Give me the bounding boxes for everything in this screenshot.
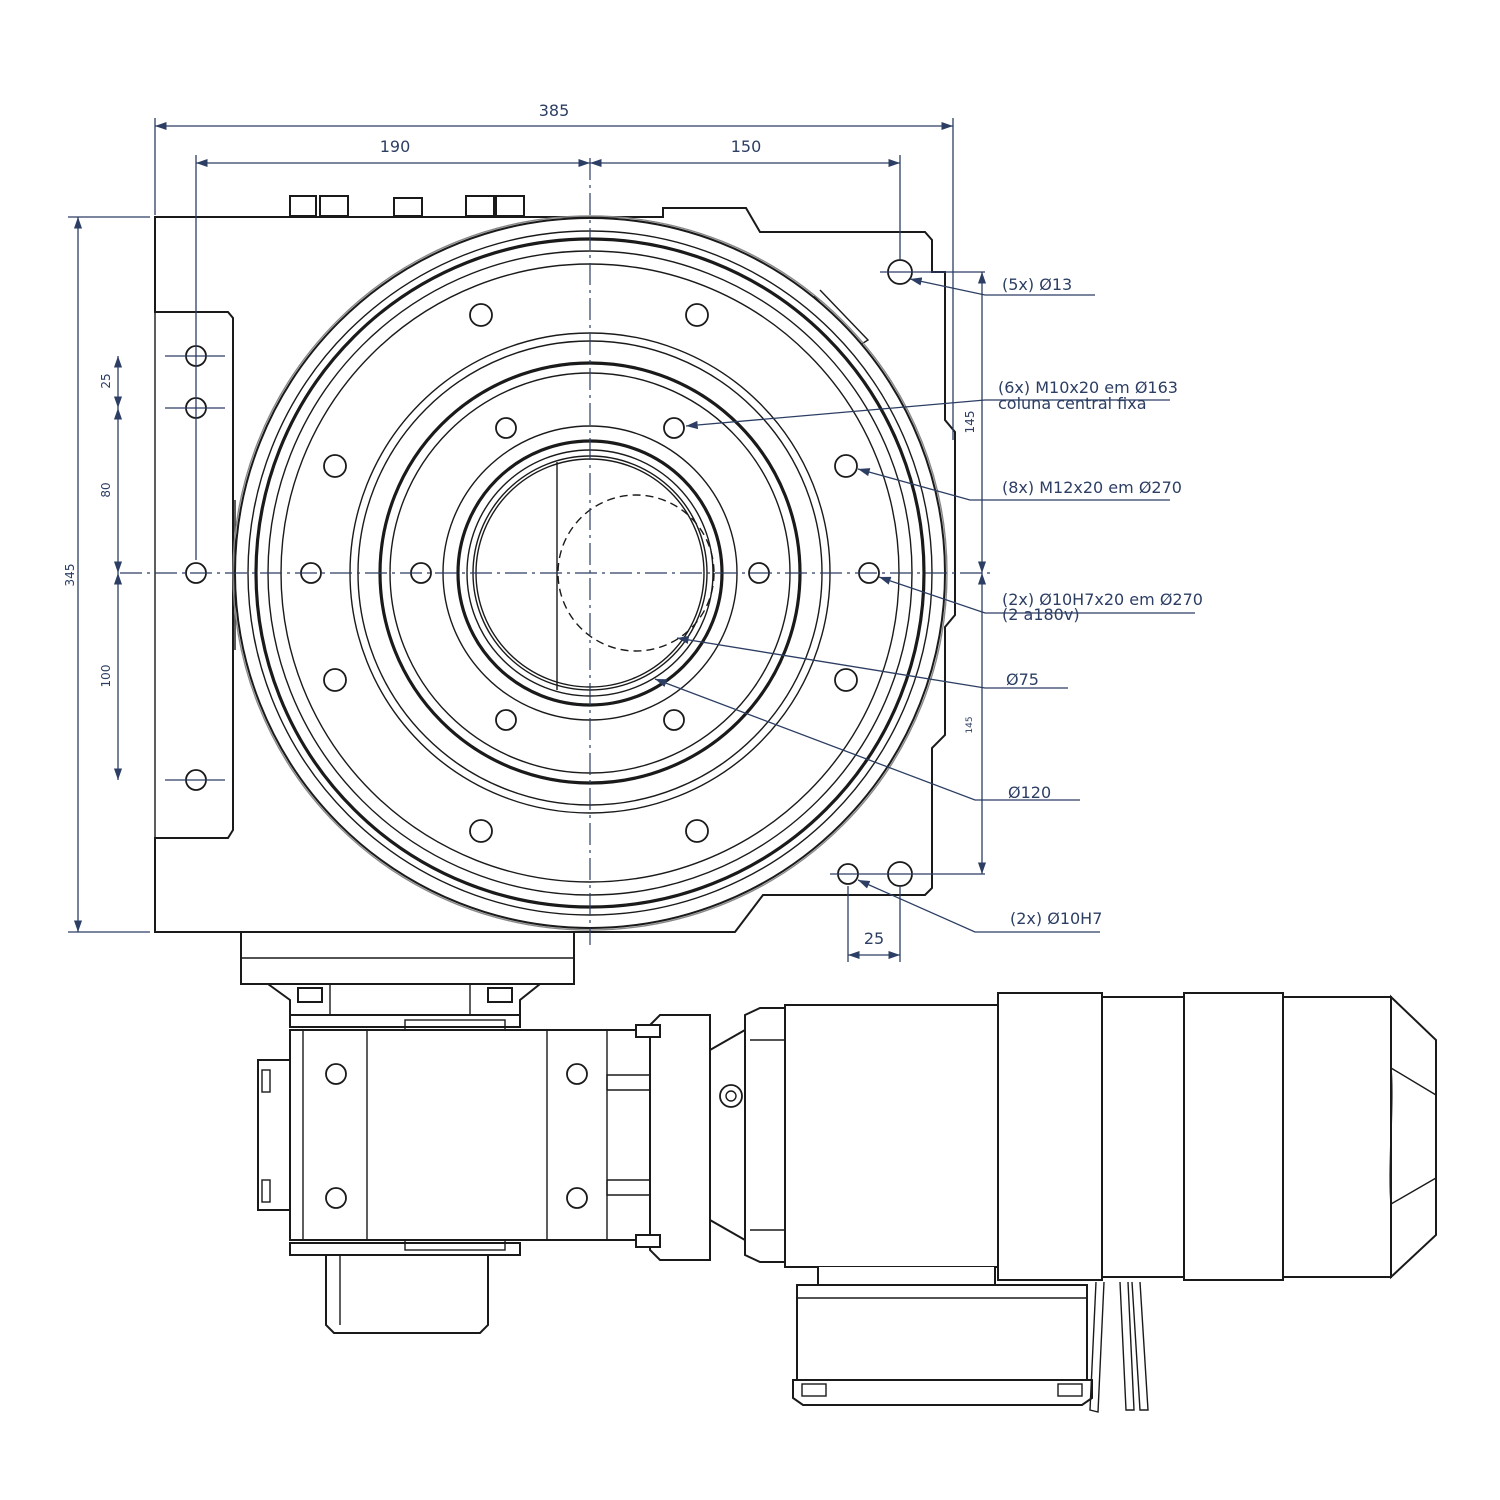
gearbox-assembly	[240, 931, 786, 1334]
outer-thread-holes	[323, 303, 858, 843]
callout-bore-large: Ø120	[1008, 783, 1051, 802]
dim-center-to-right: 150	[731, 137, 762, 156]
dim-left-spacing-top: 25	[99, 373, 113, 388]
callout-pin-holes-note: (2 a180v)	[1002, 605, 1080, 624]
callout-inner-threads: (6x) M10x20 em Ø163	[998, 378, 1178, 397]
dim-left-spacing-bottom: 100	[99, 665, 113, 688]
dim-overall-width: 385	[539, 101, 570, 120]
hidden-bore	[557, 494, 715, 652]
callout-leaders	[654, 277, 1195, 933]
dim-left-spacing-mid: 80	[99, 482, 113, 497]
center-lines	[120, 158, 990, 945]
dim-left-to-center: 190	[380, 137, 411, 156]
callout-pin-holes: (2x) Ø10H7x20 em Ø270	[1002, 590, 1203, 609]
callout-outer-threads: (8x) M12x20 em Ø270	[1002, 478, 1182, 497]
dim-pin-spacing: 25	[864, 929, 884, 948]
dimension-labels: 385 190 150 25 345 25 80 100 145 145	[63, 101, 977, 948]
callout-corner-holes: (5x) Ø13	[1002, 275, 1072, 294]
dim-right-upper: 145	[963, 411, 977, 434]
dim-overall-height: 345	[63, 564, 77, 587]
callout-bore-small: Ø75	[1006, 670, 1039, 689]
callout-inner-threads-note: coluna central fixa	[998, 394, 1147, 413]
callout-base-pins: (2x) Ø10H7	[1010, 909, 1102, 928]
top-caps	[289, 195, 525, 217]
dimension-lines	[68, 118, 987, 962]
callout-labels: (5x) Ø13 (6x) M10x20 em Ø163 coluna cent…	[998, 275, 1203, 928]
dim-right-lower: 145	[965, 716, 975, 733]
motor	[784, 992, 1437, 1413]
